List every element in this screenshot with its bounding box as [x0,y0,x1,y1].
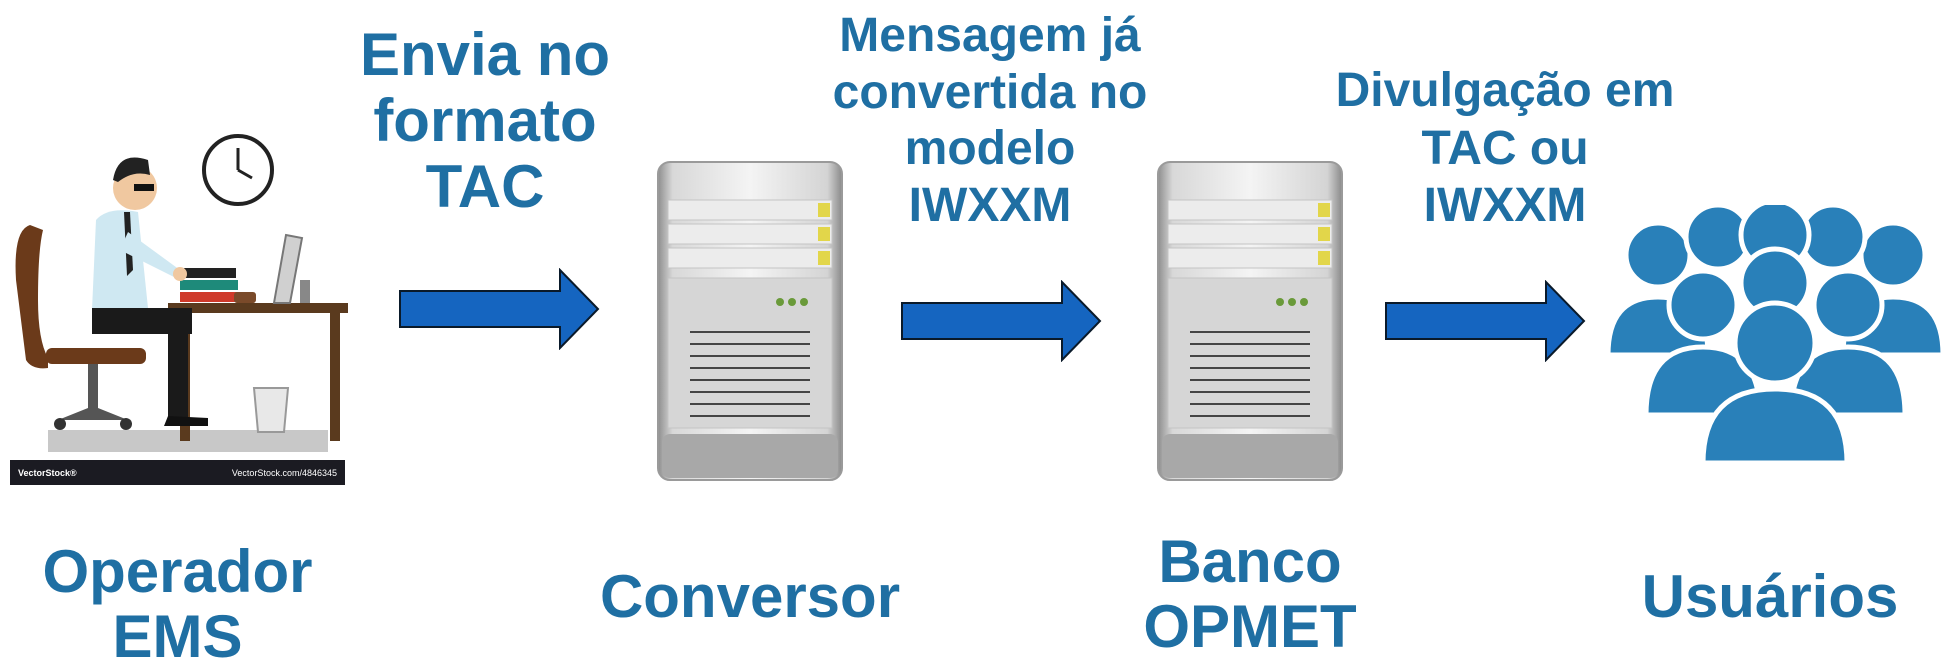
arrow-label-line: Divulgação em [1335,64,1675,117]
arrow-label-line: modelo [904,122,1076,176]
caption-line: Conversor [599,563,901,630]
watermark-right: VectorStock.com/4846345 [231,467,337,478]
caption-line: Operador [42,538,313,605]
arrow-distribute [1385,280,1586,362]
stock-watermark: VectorStock® VectorStock.com/4846345 [10,460,345,485]
arrow-label-line: convertida no [832,65,1148,119]
arrow-label-line: TAC [425,153,545,220]
caption-operator: Operador EMS [0,538,355,670]
arrow-label-line: Envia no [359,21,611,88]
caption-line: Usuários [1641,563,1899,630]
clock-icon [202,134,274,206]
arrow-label-line: IWXXM [908,178,1072,232]
arrow-label-distribute: Divulgação em TAC ou IWXXM [1300,62,1710,235]
watermark-left: VectorStock® [18,467,77,478]
operator-illustration [15,134,348,452]
caption-line: EMS [112,602,243,670]
arrow-label-line: Mensagem já [839,9,1141,62]
caption-line: OPMET [1143,592,1357,660]
arrow-label-line: formato [373,87,597,154]
caption-opmet-bank: Banco OPMET [1100,528,1400,660]
converter-server-icon [657,161,843,481]
arrow-label-line: TAC ou [1421,121,1589,175]
caption-converter: Conversor [560,563,940,630]
arrow-label-line: IWXXM [1423,179,1587,233]
arrow-send-tac [399,268,600,350]
arrow-converted-iwxxm [901,280,1102,362]
caption-line: Banco [1158,528,1342,595]
users-group-icon [1608,205,1943,465]
caption-users: Usuários [1600,563,1940,630]
arrow-label-converted-iwxxm: Mensagem já convertida no modelo IWXXM [795,8,1185,235]
arrow-label-send-tac: Envia no formato TAC [340,22,630,220]
opmet-database-server-icon [1157,161,1343,481]
